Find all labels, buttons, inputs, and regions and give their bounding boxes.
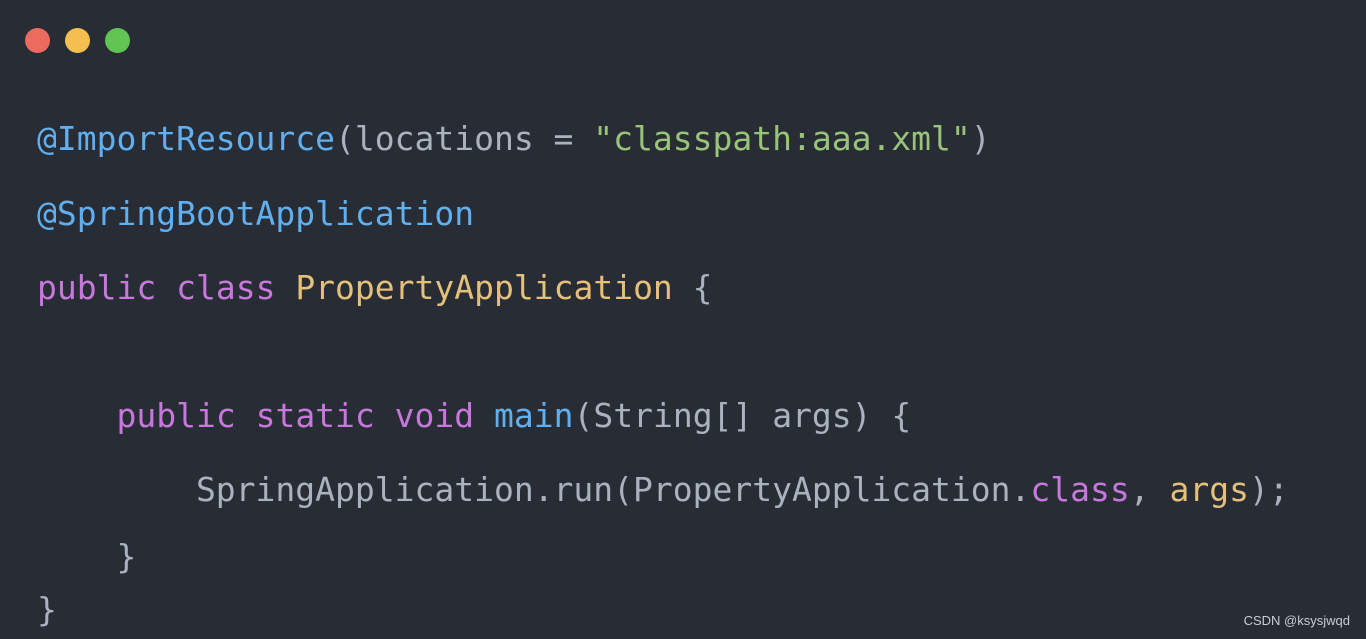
- code-line: }: [37, 590, 57, 630]
- code-token-keyword: class: [176, 268, 276, 307]
- code-token-annotation: @ImportResource: [37, 119, 336, 158]
- code-line: SpringApplication.run(PropertyApplicatio…: [37, 470, 1289, 510]
- code-token-plain: }: [37, 537, 137, 576]
- code-token-plain: [236, 396, 256, 435]
- code-token-plain: [37, 396, 116, 435]
- code-token-keyword: static: [255, 396, 375, 435]
- code-token-annotation: @SpringBootApplication: [37, 194, 475, 233]
- watermark: CSDN @ksysjwqd: [1243, 613, 1350, 628]
- code-token-plain: (locations =: [335, 119, 594, 158]
- code-token-plain: (String[] args) {: [573, 396, 912, 435]
- code-token-type: PropertyApplication: [295, 268, 673, 307]
- code-token-type: args: [1169, 470, 1249, 509]
- maximize-dot-icon[interactable]: [105, 28, 130, 53]
- close-dot-icon[interactable]: [25, 28, 50, 53]
- code-token-plain: [275, 268, 295, 307]
- code-token-plain: ): [970, 119, 991, 158]
- code-token-plain: );: [1248, 470, 1289, 509]
- code-line: @ImportResource(locations = "classpath:a…: [37, 119, 991, 159]
- code-line: @SpringBootApplication: [37, 194, 474, 234]
- code-token-plain: [474, 396, 494, 435]
- code-line: public static void main(String[] args) {: [37, 396, 911, 436]
- code-token-plain: [156, 268, 176, 307]
- code-token-keyword: public: [37, 268, 157, 307]
- code-token-plain: SpringApplication.run(PropertyApplicatio…: [37, 470, 1031, 509]
- code-token-keyword: public: [116, 396, 236, 435]
- window-controls: [25, 28, 130, 53]
- code-token-keyword: class: [1030, 470, 1130, 509]
- code-token-plain: [375, 396, 395, 435]
- code-token-function: main: [494, 396, 574, 435]
- code-token-plain: {: [672, 268, 713, 307]
- code-line: }: [37, 537, 136, 577]
- minimize-dot-icon[interactable]: [65, 28, 90, 53]
- code-token-keyword: void: [394, 396, 475, 435]
- code-line: public class PropertyApplication {: [37, 268, 713, 308]
- code-token-plain: ,: [1129, 470, 1170, 509]
- code-token-plain: }: [37, 590, 57, 629]
- code-token-string: "classpath:aaa.xml": [593, 119, 971, 158]
